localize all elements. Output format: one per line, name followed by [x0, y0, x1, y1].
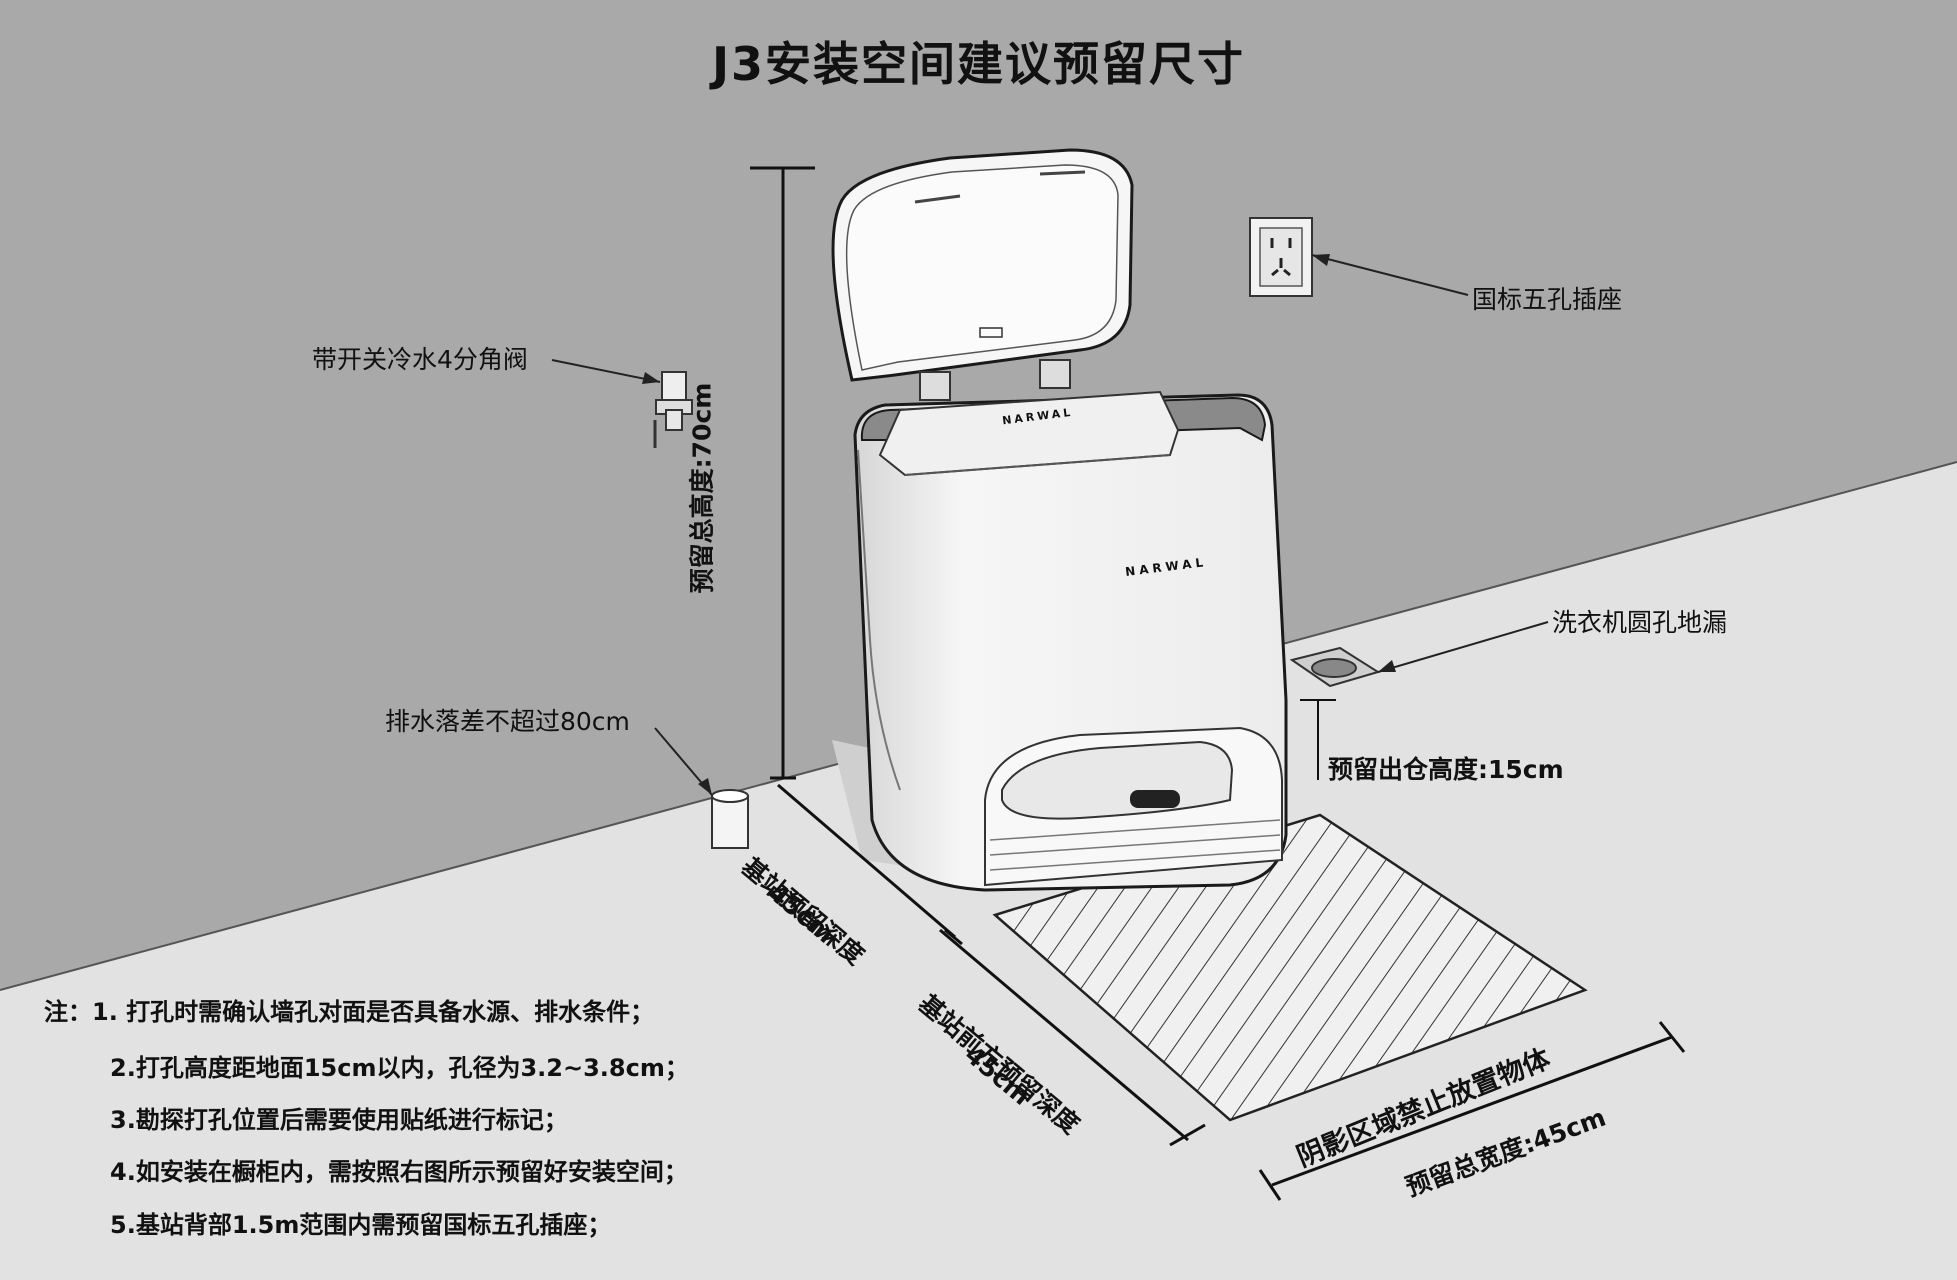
- socket-icon: [1249, 217, 1313, 297]
- exit-height-dimension-line: [1300, 699, 1336, 780]
- height-dimension-line: [750, 166, 815, 780]
- note-line-3: 3.勘探打孔位置后需要使用贴纸进行标记；: [110, 1106, 568, 1134]
- floor-drain-label: 洗衣机圆孔地漏: [1552, 608, 1728, 637]
- note-line-5: 5.基站背部1.5m范围内需预留国标五孔插座；: [110, 1211, 612, 1239]
- base-station-lid: [831, 148, 1134, 401]
- valve-label: 带开关冷水4分角阀: [312, 345, 528, 374]
- note-line-1: 注：1. 打孔时需确认墙孔对面是否具备水源、排水条件；: [44, 998, 655, 1026]
- note-line-2: 2.打孔高度距地面15cm以内，孔径为3.2~3.8cm；: [110, 1054, 689, 1082]
- total-height-label: 预留总高度:70cm: [687, 382, 717, 594]
- note-line-4: 4.如安装在橱柜内，需按照右图所示预留好安装空间；: [110, 1158, 688, 1186]
- base-depth-dimension-line: [777, 783, 963, 946]
- front-depth-dimension-line: [939, 928, 1206, 1147]
- drain-pipe-icon: [711, 789, 749, 849]
- drain-height-label: 排水落差不超过80cm: [385, 707, 630, 736]
- page-title: J3安装空间建议预留尺寸: [711, 37, 1246, 91]
- floor-drain-icon: [1289, 646, 1381, 688]
- exit-height-label: 预留出仓高度:15cm: [1328, 755, 1564, 784]
- width-dimension-line: [1258, 1021, 1686, 1201]
- base-station: [853, 390, 1288, 892]
- valve-icon: [653, 371, 693, 448]
- socket-label: 国标五孔插座: [1472, 285, 1623, 314]
